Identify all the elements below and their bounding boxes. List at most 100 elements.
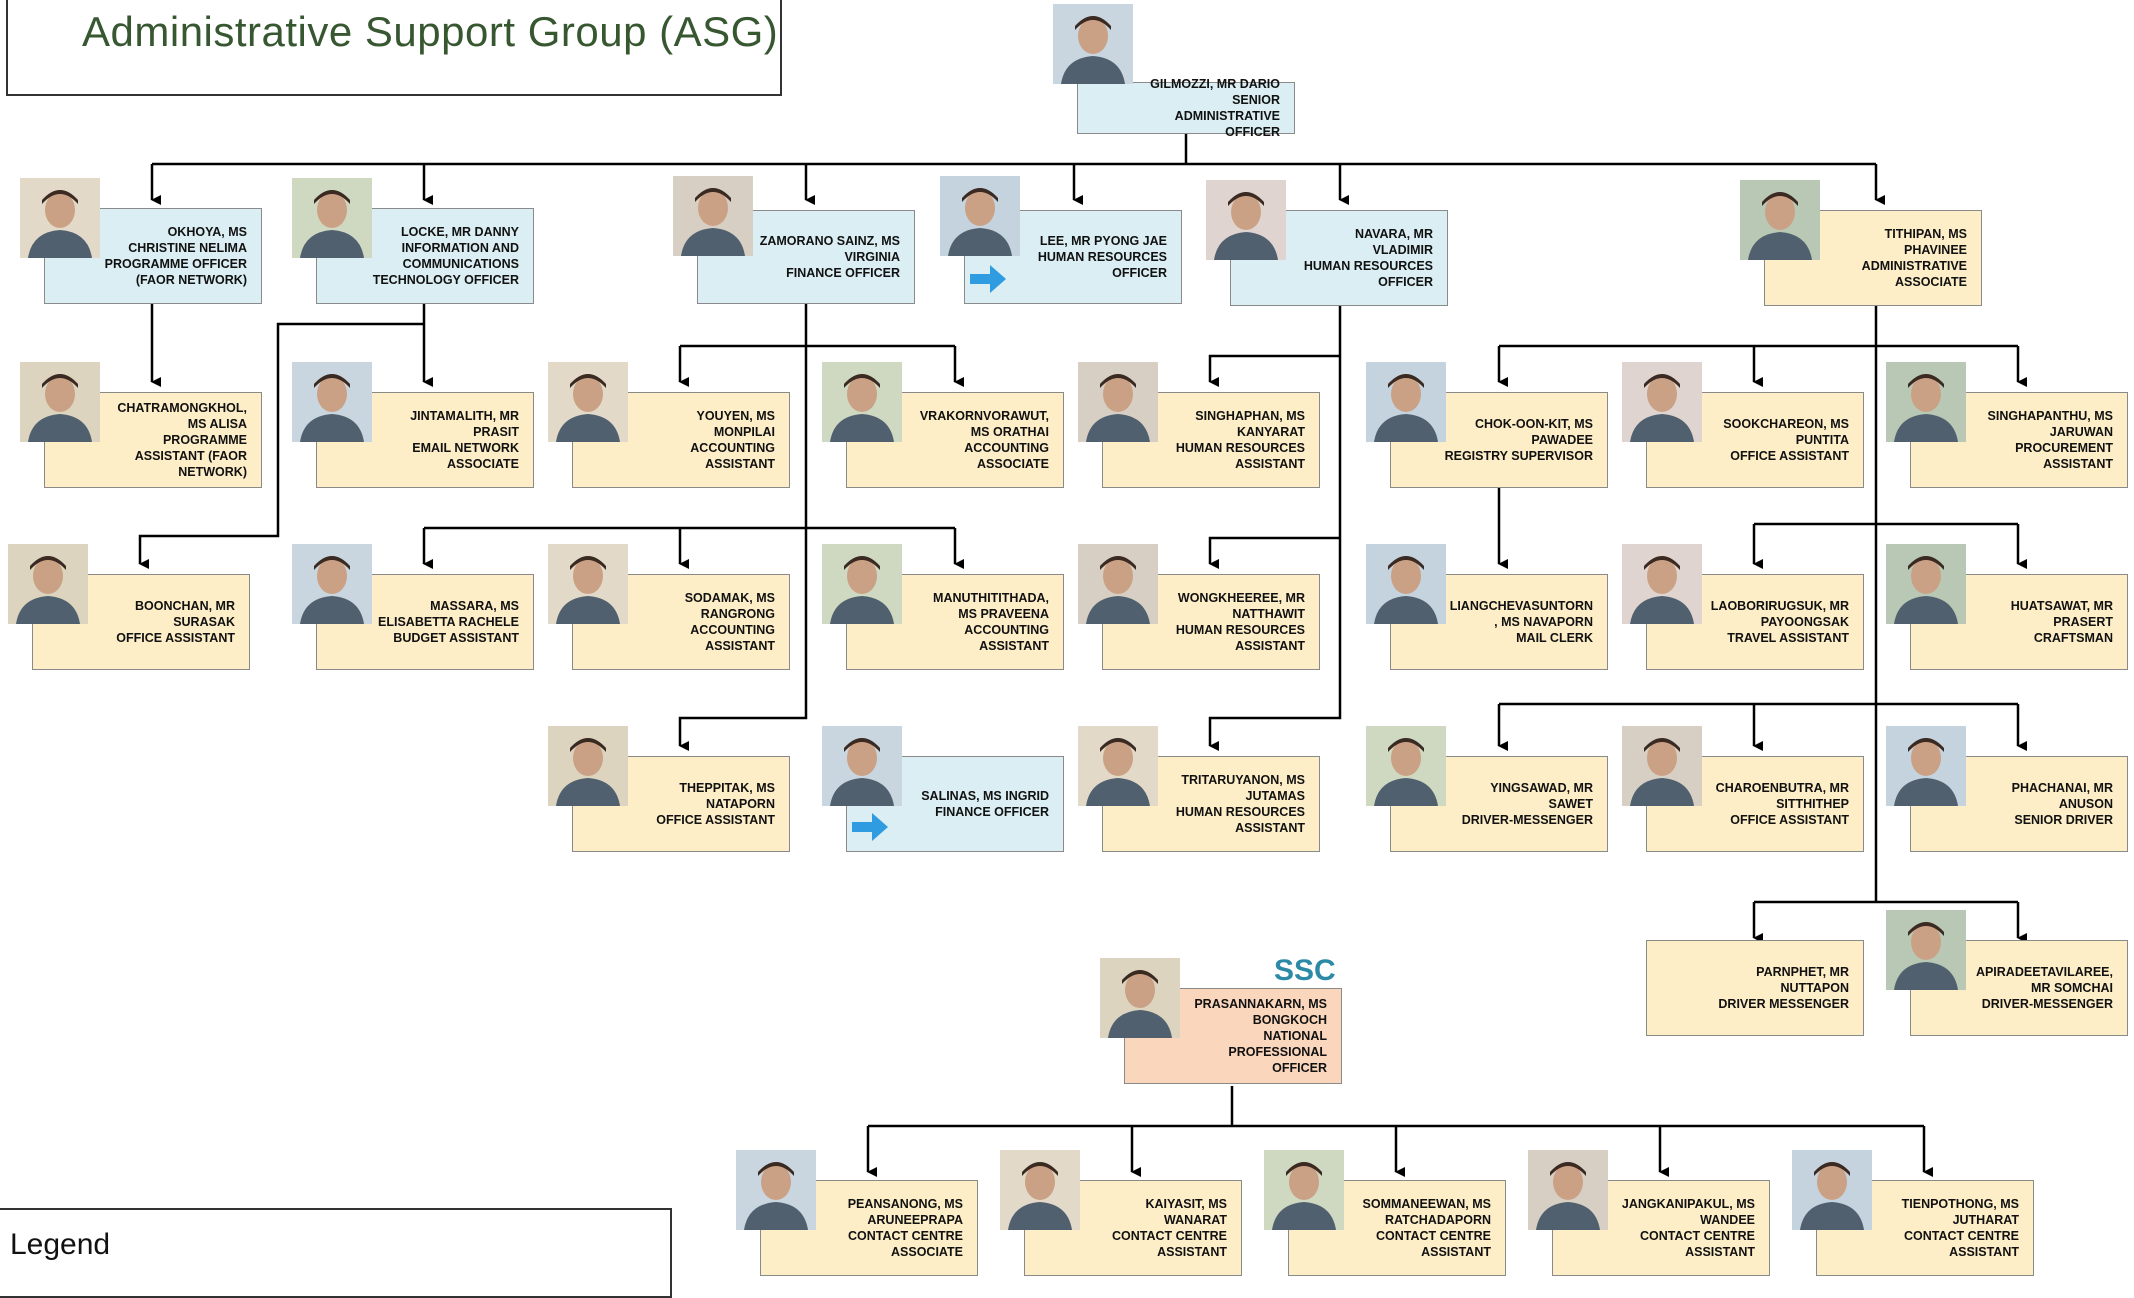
- person-photo: [20, 362, 100, 442]
- person-label-line: YINGSAWAD, MR: [1490, 781, 1593, 795]
- person-label-line: PROCUREMENT: [2015, 441, 2113, 455]
- person-label-line: ACCOUNTING: [964, 623, 1049, 637]
- person-label-line: PRASANNAKARN, MS: [1194, 997, 1327, 1011]
- person-photo: [1792, 1150, 1872, 1230]
- person-label-line: ASSISTANT: [705, 639, 775, 653]
- person-label-line: ADMINISTRATIVE: [1861, 259, 1967, 273]
- person-label-line: PROGRAMME: [162, 433, 247, 447]
- person-label-line: MS ORATHAI: [970, 425, 1049, 439]
- person-label-line: APIRADEETAVILAREE,: [1975, 965, 2113, 979]
- person-label-line: ASSISTANT: [705, 457, 775, 471]
- person-label-line: OFFICER: [1112, 266, 1167, 280]
- person-photo: [1886, 726, 1966, 806]
- person-label-line: REGISTRY SUPERVISOR: [1444, 449, 1593, 463]
- person-label-line: LIANGCHEVASUNTORN: [1449, 599, 1593, 613]
- person-label-line: ASSISTANT: [1949, 1245, 2019, 1259]
- person-label: YINGSAWAD, MR SAWET DRIVER-MESSENGER: [1431, 780, 1593, 828]
- person-photo: [822, 362, 902, 442]
- person-label-line: GILMOZZI, MR DARIO: [1150, 77, 1280, 91]
- person-photo: [1206, 180, 1286, 260]
- person-label-line: PAYOONGSAK: [1760, 615, 1849, 629]
- person-label-line: FINANCE OFFICER: [786, 266, 900, 280]
- person-label-line: SALINAS, MS INGRID: [921, 789, 1049, 803]
- person-label-line: SENIOR DRIVER: [2014, 813, 2113, 827]
- person-label-line: ASSOCIATE: [1895, 275, 1967, 289]
- person-label-line: BUDGET ASSISTANT: [393, 631, 519, 645]
- person-label-line: ADMINISTRATIVE: [1174, 109, 1280, 123]
- person-photo: [1622, 362, 1702, 442]
- person-label-line: WANARAT: [1164, 1213, 1227, 1227]
- person-label-line: NATTHAWIT: [1232, 607, 1305, 621]
- ssc-label: SSC: [1274, 954, 1336, 987]
- person-label-line: ASSISTANT: [2043, 457, 2113, 471]
- person-photo: [1000, 1150, 1080, 1230]
- person-label-line: WANDEE: [1700, 1213, 1755, 1227]
- person-label-line: OFFICE ASSISTANT: [1730, 813, 1849, 827]
- person-label-line: CONTACT CENTRE: [1903, 1229, 2019, 1243]
- person-photo: [20, 178, 100, 258]
- person-label-line: PHAVINEE: [1904, 243, 1967, 257]
- person-label-line: HUMAN RESOURCES: [1175, 805, 1305, 819]
- person-label-line: DRIVER-MESSENGER: [1461, 813, 1593, 827]
- legend-box: Legend: [0, 1208, 672, 1298]
- person-label-line: CONTACT CENTRE: [1639, 1229, 1755, 1243]
- person-photo: [1740, 180, 1820, 260]
- person-label-line: NATIONAL: [1263, 1029, 1327, 1043]
- person-label-line: HUMAN RESOURCES: [1303, 259, 1433, 273]
- person-label-line: OFFICE ASSISTANT: [116, 631, 235, 645]
- person-photo: [1528, 1150, 1608, 1230]
- person-label-line: TECHNOLOGY OFFICER: [372, 273, 519, 287]
- person-label-line: , MS NAVAPORN: [1494, 615, 1593, 629]
- person-label-line: CHAROENBUTRA, MR: [1715, 781, 1849, 795]
- person-label-line: CRAFTSMAN: [2033, 631, 2113, 645]
- person-label-line: MR SOMCHAI: [2031, 981, 2113, 995]
- person-label-line: HUMAN RESOURCES: [1037, 250, 1167, 264]
- title-box: Administrative Support Group (ASG): [6, 0, 782, 96]
- person-photo: [1053, 4, 1133, 84]
- person-label-line: MS ALISA: [187, 417, 247, 431]
- person-label-line: SOMMANEEWAN, MS: [1362, 1197, 1491, 1211]
- person-label-line: JANGKANIPAKUL, MS: [1621, 1197, 1755, 1211]
- person-label-line: (FAOR Network): [135, 273, 247, 287]
- person-label-line: SAWET: [1548, 797, 1593, 811]
- person-label-line: ASSISTANT: [1421, 1245, 1491, 1259]
- person-label-line: MONPILAI: [713, 425, 775, 439]
- person-label-line: OFFICER: [1225, 125, 1280, 139]
- person-label-line: CONTACT CENTRE: [847, 1229, 963, 1243]
- person-label-line: BOONCHAN, MR: [135, 599, 235, 613]
- person-photo: [736, 1150, 816, 1230]
- person-label-line: OKHOYA, MS: [167, 225, 247, 239]
- person-label-line: PARNPHET, MR: [1756, 965, 1849, 979]
- person-label-line: LAOBORIRUGSUK, MR: [1710, 599, 1849, 613]
- person-photo: [292, 544, 372, 624]
- person-label-line: BONGKOCH: [1252, 1013, 1327, 1027]
- person-photo: [548, 726, 628, 806]
- person-label-line: JUTAMAS: [1245, 789, 1306, 803]
- person-label-line: PRASIT: [473, 425, 519, 439]
- person-label-line: SINGHAPANTHU, MS: [1987, 409, 2113, 423]
- person-label-line: NATAPORN: [706, 797, 775, 811]
- person-label-line: PEANSANONG, MS: [847, 1197, 963, 1211]
- person-photo: [1078, 544, 1158, 624]
- person-label-line: OFFICE ASSISTANT: [1730, 449, 1849, 463]
- person-label-line: SINGHAPHAN, MS: [1195, 409, 1305, 423]
